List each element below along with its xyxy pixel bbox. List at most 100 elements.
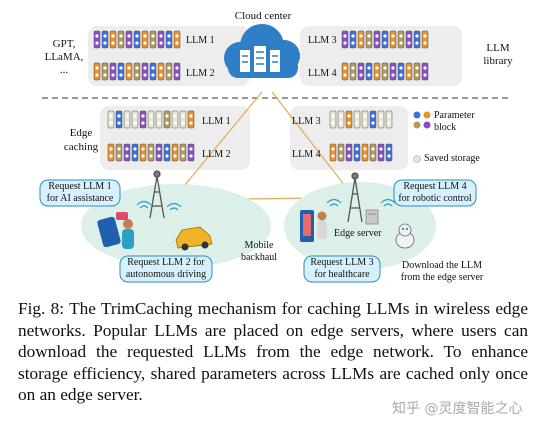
- right-cell-tower-icon: [347, 172, 363, 223]
- download-llm-label: Download the LLM from the edge server: [388, 260, 496, 284]
- parameter-block: [165, 62, 173, 81]
- parameter-block-dot: [141, 121, 145, 125]
- parameter-block: [139, 143, 147, 162]
- edge-llm2-blocks: [107, 143, 195, 162]
- parameter-block: [107, 143, 115, 162]
- parameter-block: [421, 30, 429, 49]
- parameter-block-dot: [167, 41, 171, 45]
- parameter-block-dot: [331, 121, 335, 125]
- parameter-block-dot: [407, 34, 411, 38]
- parameter-block-dot: [415, 73, 419, 77]
- edge-caching-line-2: caching: [63, 141, 99, 153]
- parameter-block: [341, 62, 349, 81]
- parameter-block-dot: [343, 34, 347, 38]
- parameter-block-dot: [133, 147, 137, 151]
- parameter-block: [157, 62, 165, 81]
- parameter-block-dot: [103, 73, 107, 77]
- parameter-block: [365, 30, 373, 49]
- parameter-block: [155, 143, 163, 162]
- parameter-block: [397, 62, 405, 81]
- parameter-block-dot: [111, 34, 115, 38]
- parameter-block: [157, 30, 165, 49]
- parameter-block-dot: [165, 154, 169, 158]
- model-example-ellipsis: ...: [59, 64, 69, 76]
- parameter-block-dot: [117, 147, 121, 151]
- parameter-block: [141, 62, 149, 81]
- parameter-block-dot: [339, 114, 343, 118]
- parameter-block-dot: [355, 147, 359, 151]
- parameter-block-dot: [175, 41, 179, 45]
- parameter-block-dot: [157, 121, 161, 125]
- download-line-2: from the edge server: [400, 272, 484, 283]
- parameter-block: [179, 143, 187, 162]
- llm-library-label: LLM library: [470, 42, 526, 68]
- edge-server-icon: [365, 209, 379, 225]
- parameter-block-dot: [175, 73, 179, 77]
- parameter-block-dot: [189, 147, 193, 151]
- parameter-block-dot: [95, 41, 99, 45]
- parameter-block-dot: [157, 147, 161, 151]
- parameter-block: [405, 62, 413, 81]
- parameter-block-dot: [347, 147, 351, 151]
- request-llm4-line-1: Request LLM 4: [403, 181, 467, 192]
- parameter-block-dot: [167, 34, 171, 38]
- edge-caching-line-1: Edge: [69, 127, 93, 139]
- parameter-block-dot: [143, 41, 147, 45]
- request-llm1-line-1: Request LLM 1: [48, 181, 112, 192]
- parameter-block-dot: [151, 73, 155, 77]
- parameter-block-dot: [175, 66, 179, 70]
- parameter-block-dot: [355, 121, 359, 125]
- parameter-block-dot: [355, 114, 359, 118]
- parameter-block-dot: [391, 73, 395, 77]
- parameter-block-dot: [159, 73, 163, 77]
- parameter-block: [141, 30, 149, 49]
- request-llm3-line-2: for healthcare: [314, 269, 370, 280]
- cloud-llm2-blocks: [93, 62, 181, 81]
- parameter-block-dot: [135, 66, 139, 70]
- parameter-block-dot: [343, 66, 347, 70]
- parameter-block-dot: [103, 34, 107, 38]
- parameter-block: [377, 143, 385, 162]
- parameter-block-dot: [383, 66, 387, 70]
- parameter-block-dot: [399, 73, 403, 77]
- cloud-llm3-blocks: [341, 30, 429, 49]
- callouts: [39, 179, 477, 283]
- parameter-block: [329, 143, 337, 162]
- parameter-blocks: [93, 30, 429, 162]
- parameter-block-dot: [371, 154, 375, 158]
- wireless-signal-icons: [136, 198, 396, 211]
- watermark: 知乎 @灵度智能之心: [392, 401, 523, 417]
- parameter-block-dot: [331, 114, 335, 118]
- legend-parameter-line-2: block: [434, 122, 457, 133]
- parameter-block-dot: [383, 73, 387, 77]
- parameter-block-dot: [181, 147, 185, 151]
- parameter-block-dot: [127, 41, 131, 45]
- model-examples-label: GPT, LLaMA, ...: [38, 38, 90, 77]
- parameter-block-dot: [189, 121, 193, 125]
- parameter-block: [381, 30, 389, 49]
- parameter-block: [421, 62, 429, 81]
- saved-storage-legend-label: Saved storage: [424, 153, 480, 164]
- parameter-block: [107, 110, 115, 129]
- cloud-llm3-label: LLM 3: [308, 35, 337, 46]
- parameter-block-dot: [391, 66, 395, 70]
- parameter-block-dot: [387, 147, 391, 151]
- parameter-block-dot: [415, 66, 419, 70]
- parameter-block-dot: [135, 41, 139, 45]
- parameter-block: [369, 143, 377, 162]
- parameter-block-dot: [135, 73, 139, 77]
- parameter-block-dot: [133, 154, 137, 158]
- parameter-block-dot: [391, 34, 395, 38]
- request-llm2-line-1: Request LLM 2 for: [127, 257, 205, 268]
- parameter-block: [381, 62, 389, 81]
- parameter-block-dot: [165, 114, 169, 118]
- parameter-block-dot: [375, 34, 379, 38]
- parameter-block: [101, 62, 109, 81]
- parameter-block-dot: [119, 66, 123, 70]
- parameter-block-dot: [167, 73, 171, 77]
- parameter-block-dot: [109, 114, 113, 118]
- parameter-block: [187, 143, 195, 162]
- parameter-block: [329, 110, 337, 129]
- parameter-block: [115, 143, 123, 162]
- parameter-block-dot: [379, 114, 383, 118]
